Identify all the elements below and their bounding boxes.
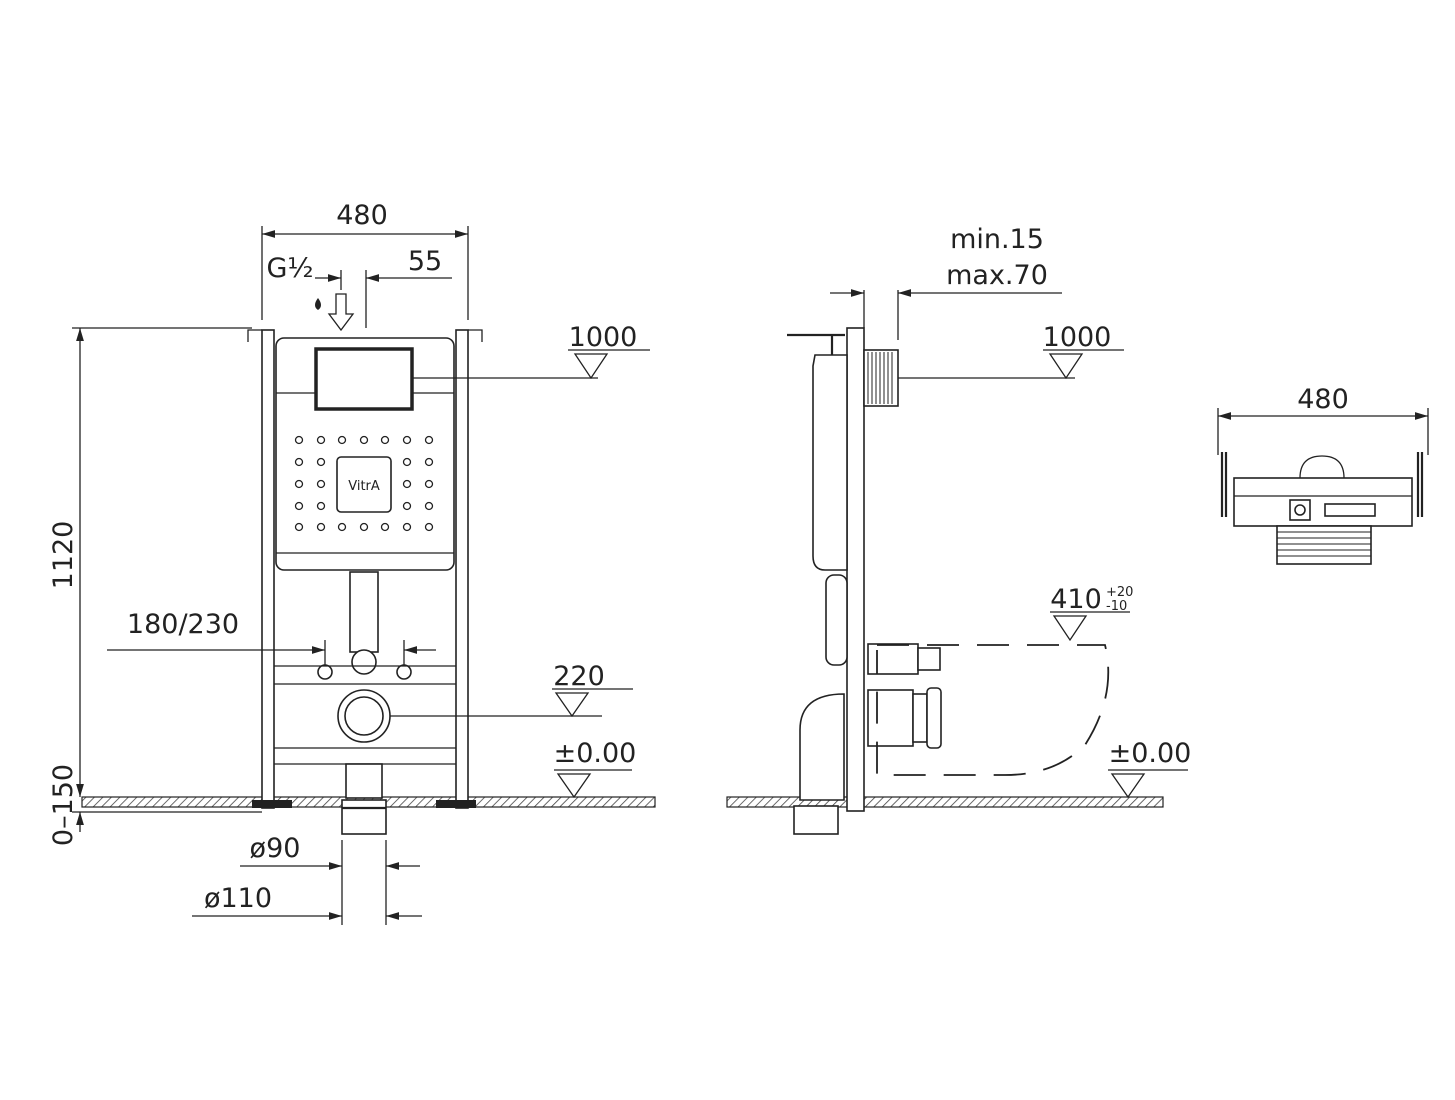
front-floor-level-label: ±0.00 bbox=[554, 738, 637, 769]
inlet-thread-label: G½ bbox=[266, 253, 313, 284]
front-flush-height-label: 1000 bbox=[569, 322, 638, 353]
vent-holes bbox=[294, 435, 434, 532]
side-floor-level-label: ±0.00 bbox=[1109, 738, 1192, 769]
front-width-label: 480 bbox=[336, 200, 388, 231]
pipe-d110-label: ø110 bbox=[204, 883, 272, 914]
pipe-d90-label: ø90 bbox=[250, 833, 301, 864]
side-frame bbox=[846, 327, 865, 812]
flush-opening bbox=[314, 347, 414, 411]
seat-tolerance-minus: -10 bbox=[1106, 599, 1127, 614]
vitra-logo bbox=[336, 456, 392, 513]
floor-adjust-label: 0–150 bbox=[48, 764, 79, 846]
side-view: min.15 max.70 1000 410 +20 -10 ±0.00 bbox=[726, 224, 1192, 835]
inlet-offset-label: 55 bbox=[408, 246, 442, 277]
bolt-spacing-label: 180/230 bbox=[127, 609, 239, 640]
brand-logo-text: VitrA bbox=[348, 479, 380, 494]
frame-height-label: 1120 bbox=[48, 521, 79, 590]
seat-height-label: 410 bbox=[1050, 584, 1102, 615]
front-view: VitrA 480 G½ 55 1000 1120 bbox=[48, 200, 656, 925]
frame-left-upright bbox=[261, 329, 275, 809]
top-view: 480 bbox=[1217, 384, 1429, 565]
drain-height-label: 220 bbox=[553, 661, 605, 692]
water-drop-icon bbox=[315, 298, 321, 310]
seat-tolerance-plus: +20 bbox=[1106, 585, 1133, 600]
wall-max-label: max.70 bbox=[946, 260, 1048, 291]
top-width-label: 480 bbox=[1297, 384, 1349, 415]
wall-min-label: min.15 bbox=[950, 224, 1044, 255]
side-flush-height-label: 1000 bbox=[1043, 322, 1112, 353]
